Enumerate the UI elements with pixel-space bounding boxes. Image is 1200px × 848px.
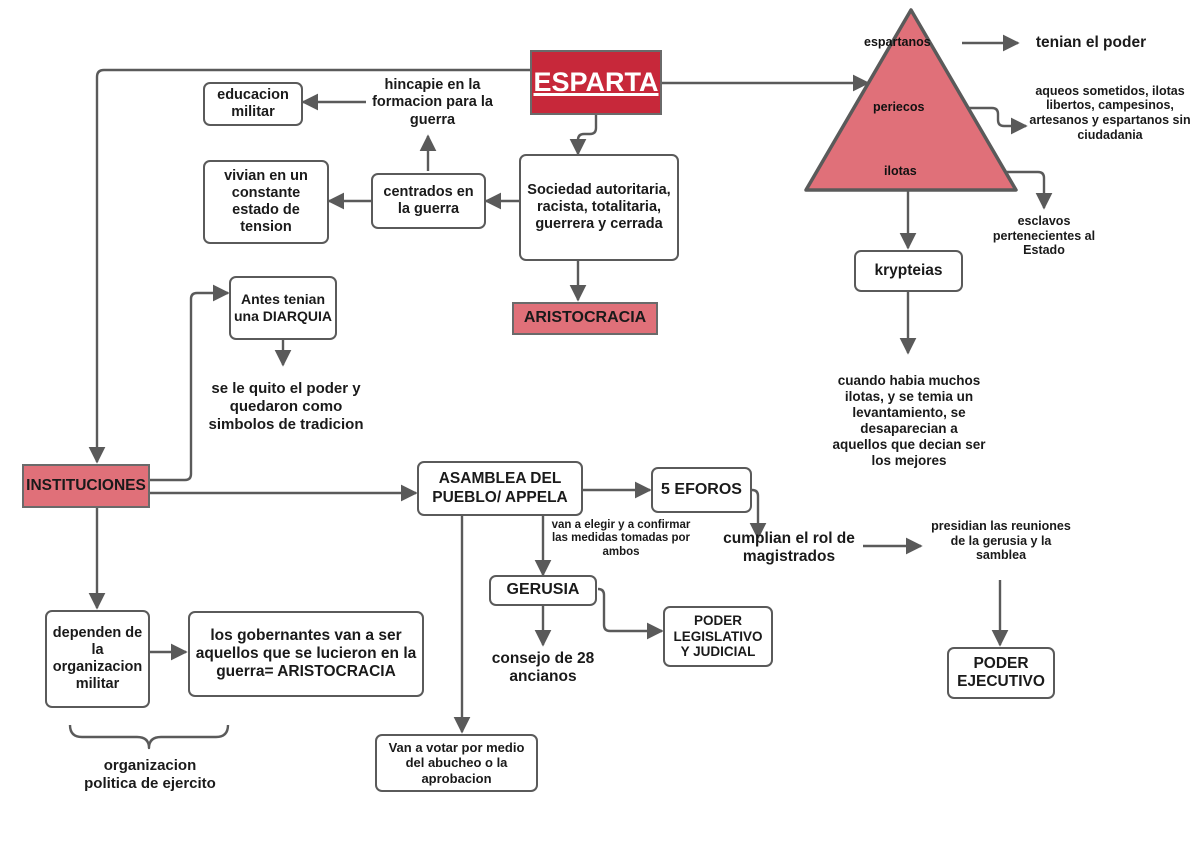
edge-gerusia-legislativo [597, 587, 664, 640]
node-presidian-reuniones: presidian las reuniones de la gerusia y … [931, 518, 1071, 563]
node-antes-tenian-diarquia[interactable]: Antes tenian una DIARQUIA [229, 276, 337, 340]
triangle-label-ilotas: ilotas [884, 164, 917, 178]
piramide-social [802, 6, 1020, 194]
node-se-le-quito-el-poder: se le quito el poder y quedaron como sim… [208, 380, 364, 433]
node-krypteias[interactable]: krypteias [854, 250, 963, 292]
node-tenian-el-poder: tenian el poder [1035, 33, 1147, 51]
node-instituciones[interactable]: INSTITUCIONES [22, 464, 150, 508]
node-esclavos-estado: esclavos pertenecientes al Estado [992, 213, 1096, 258]
node-consejo-28-ancianos: consejo de 28 ancianos [491, 649, 595, 685]
edge-label-van-a-elegir: van a elegir y a confirmar las medidas t… [551, 518, 691, 558]
triangle-label-periecos: periecos [873, 100, 925, 114]
node-centrados-en-la-guerra[interactable]: centrados en la guerra [371, 173, 486, 229]
node-educacion-militar[interactable]: educacion militar [203, 82, 303, 126]
brace-organizacion [68, 724, 230, 750]
node-gerusia[interactable]: GERUSIA [489, 575, 597, 606]
node-5-eforos[interactable]: 5 EFOROS [651, 467, 752, 513]
node-van-a-votar-abucheo[interactable]: Van a votar por medio del abucheo o la a… [375, 734, 538, 792]
node-aqueos-sometidos: aqueos sometidos, ilotas libertos, campe… [1029, 83, 1191, 142]
node-poder-ejecutivo[interactable]: PODER EJECUTIVO [947, 647, 1055, 699]
triangle-label-espartanos: espartanos [864, 35, 931, 49]
node-hincapie-formacion-guerra: hincapie en la formacion para la guerra [372, 77, 493, 128]
node-vivian-estado-tension[interactable]: vivian en un constante estado de tension [203, 160, 329, 244]
node-dependen-organizacion-militar[interactable]: dependen de la organizacion militar [45, 610, 150, 708]
node-esparta[interactable]: ESPARTA [530, 50, 662, 115]
node-poder-legislativo-judicial[interactable]: PODER LEGISLATIVO Y JUDICIAL [663, 606, 773, 667]
node-asamblea-del-pueblo-appela[interactable]: ASAMBLEA DEL PUEBLO/ APPELA [417, 461, 583, 516]
node-organizacion-politica-ejercito: organizacion politica de ejercito [84, 757, 216, 792]
edge-esparta-sociedad [569, 115, 598, 156]
node-aristocracia[interactable]: ARISTOCRACIA [512, 302, 658, 335]
node-sociedad-autoritaria[interactable]: Sociedad autoritaria, racista, totalitar… [519, 154, 679, 261]
node-gobernantes-aristocracia[interactable]: los gobernantes van a ser aquellos que s… [188, 611, 424, 697]
node-cumplian-rol-magistrados: cumplian el rol de magistrados [723, 529, 855, 565]
node-cuando-habia-muchos-ilotas: cuando habia muchos ilotas, y se temia u… [832, 373, 986, 468]
